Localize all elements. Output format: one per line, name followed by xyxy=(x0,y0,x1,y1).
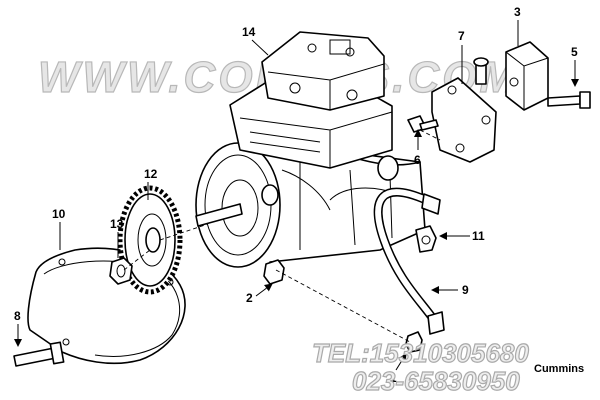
bolt-part xyxy=(13,341,65,367)
callout-13: 13 xyxy=(110,217,124,231)
callout-labels: 14 7 3 5 6 12 10 13 8 11 9 2 1 xyxy=(14,5,578,385)
callout-2: 2 xyxy=(246,291,253,305)
spacer-block xyxy=(505,41,549,111)
callout-14: 14 xyxy=(242,25,256,39)
washer-part xyxy=(263,259,285,285)
callout-3: 3 xyxy=(514,5,521,19)
callout-9: 9 xyxy=(462,283,469,297)
callout-1: 1 xyxy=(390,371,397,385)
callout-11: 11 xyxy=(472,229,485,243)
air-hose xyxy=(373,187,445,335)
callout-7: 7 xyxy=(458,29,465,43)
callout-6: 6 xyxy=(414,153,421,167)
alignment-lines xyxy=(123,129,441,343)
capscrew-4 xyxy=(473,57,489,85)
cummins-stamp: Cummins xyxy=(534,363,584,375)
watermark-phone: 023-65830950 xyxy=(352,366,520,396)
air-compressor xyxy=(195,31,426,268)
capscrew-6 xyxy=(407,115,439,133)
leader-lines xyxy=(14,20,579,371)
callout-5: 5 xyxy=(571,45,578,59)
callout-12: 12 xyxy=(144,167,158,181)
mounting-bracket xyxy=(431,77,497,163)
watermark-tel: TEL:15310305680 xyxy=(312,338,529,368)
callout-8: 8 xyxy=(14,309,21,323)
fitting-part xyxy=(405,331,423,353)
capscrew-5 xyxy=(547,91,591,109)
drive-gear xyxy=(117,185,183,295)
callout-10: 10 xyxy=(52,207,66,221)
elbow-fitting xyxy=(415,225,437,253)
gear-nut xyxy=(109,257,133,285)
